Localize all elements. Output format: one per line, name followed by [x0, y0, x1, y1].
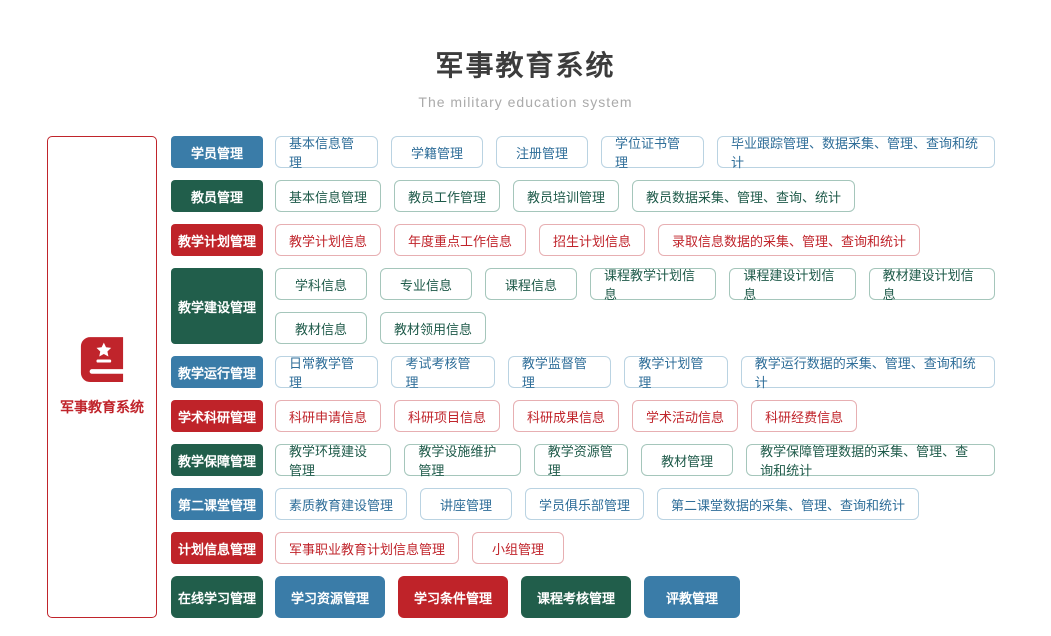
child-node: 教学资源管理 [533, 444, 629, 478]
row-academic-research-management: 学术科研管理 科研申请信息 科研项目信息 科研成果信息 学术活动信息 科研经费信… [171, 400, 995, 432]
root-node-label: 军事教育系统 [60, 399, 144, 415]
row-faculty-management: 教员管理 基本信息管理 教员工作管理 教员培训管理 教员数据采集、管理、查询、统… [171, 180, 995, 212]
parent-node: 计划信息管理 [171, 532, 263, 564]
child-node: 课程考核管理 [521, 576, 632, 618]
child-node: 录取信息数据的采集、管理、查询和统计 [658, 224, 921, 256]
child-node: 第二课堂数据的采集、管理、查询和统计 [657, 488, 920, 520]
child-node: 军事职业教育计划信息管理 [275, 532, 460, 564]
row-teaching-plan-management: 教学计划管理 教学计划信息 年度重点工作信息 招生计划信息 录取信息数据的采集、… [171, 224, 995, 256]
red-book-star-icon [80, 337, 124, 382]
parent-node: 学员管理 [171, 136, 263, 168]
child-node: 学位证书管理 [601, 136, 704, 170]
child-node: 素质教育建设管理 [275, 488, 408, 520]
parent-node: 教员管理 [171, 180, 263, 212]
child-node: 专业信息 [380, 268, 472, 300]
child-node: 学员俱乐部管理 [525, 488, 645, 520]
row-plan-info-management: 计划信息管理 军事职业教育计划信息管理 小组管理 [171, 532, 995, 564]
parent-node: 第二课堂管理 [171, 488, 263, 520]
child-node: 教学保障管理数据的采集、管理、查询和统计 [746, 444, 996, 478]
row-teaching-operation-management: 教学运行管理 日常教学管理 考试考核管理 教学监督管理 教学计划管理 教学运行数… [171, 356, 996, 390]
child-node: 学籍管理 [391, 136, 483, 168]
row-teaching-construction-management: 教学建设管理 学科信息 专业信息 课程信息 课程教学计划信息 课程建设计划信息 … [171, 268, 995, 344]
child-node: 基本信息管理 [275, 136, 378, 170]
child-node: 教员工作管理 [394, 180, 501, 212]
row-online-learning-management: 在线学习管理 学习资源管理 学习条件管理 课程考核管理 评教管理 [171, 576, 995, 618]
row-teaching-support-management: 教学保障管理 教学环境建设管理 教学设施维护管理 教学资源管理 教材管理 教学保… [171, 444, 996, 478]
parent-node: 教学建设管理 [171, 268, 263, 344]
child-node: 教材信息 [275, 312, 367, 344]
row-second-classroom-management: 第二课堂管理 素质教育建设管理 讲座管理 学员俱乐部管理 第二课堂数据的采集、管… [171, 488, 995, 520]
page-header: 军事教育系统 The military education system [0, 0, 1051, 110]
child-node: 小组管理 [472, 532, 565, 564]
child-node: 教学设施维护管理 [404, 444, 521, 478]
child-node: 课程建设计划信息 [729, 268, 856, 302]
child-node: 科研项目信息 [394, 400, 501, 432]
child-node: 科研经费信息 [751, 400, 858, 432]
child-node: 学科信息 [275, 268, 367, 300]
child-node: 教学运行数据的采集、管理、查询和统计 [740, 356, 996, 390]
child-node: 毕业跟踪管理、数据采集、管理、查询和统计 [717, 136, 995, 170]
child-node: 教学监督管理 [507, 356, 612, 390]
parent-node: 学术科研管理 [171, 400, 263, 432]
page-title: 军事教育系统 [435, 50, 616, 81]
child-node: 年度重点工作信息 [394, 224, 527, 256]
parent-node: 教学计划管理 [171, 224, 263, 256]
child-node: 科研成果信息 [513, 400, 620, 432]
diagram-canvas: 军事教育系统 学员管理 基本信息管理 学籍管理 注册管理 学位证书管理 毕业跟踪… [47, 136, 996, 618]
child-node: 课程信息 [485, 268, 577, 300]
row-student-management: 学员管理 基本信息管理 学籍管理 注册管理 学位证书管理 毕业跟踪管理、数据采集… [171, 136, 995, 170]
child-node: 招生计划信息 [539, 224, 646, 256]
child-node: 考试考核管理 [391, 356, 495, 390]
parent-node: 教学运行管理 [171, 356, 263, 388]
parent-node: 在线学习管理 [171, 576, 263, 618]
child-node: 基本信息管理 [275, 180, 382, 212]
child-node: 教材领用信息 [380, 312, 487, 344]
child-node: 教员数据采集、管理、查询、统计 [632, 180, 856, 212]
child-node: 教员培训管理 [513, 180, 620, 212]
child-node: 科研申请信息 [275, 400, 382, 432]
child-node: 注册管理 [496, 136, 588, 168]
parent-node: 教学保障管理 [171, 444, 263, 476]
child-node: 教材建设计划信息 [868, 268, 995, 302]
child-node: 学习资源管理 [275, 576, 386, 618]
child-node: 学术活动信息 [632, 400, 739, 432]
child-node: 教学计划管理 [624, 356, 728, 390]
child-node: 日常教学管理 [275, 356, 379, 390]
child-node: 课程教学计划信息 [590, 268, 717, 302]
child-node: 教学计划信息 [275, 224, 382, 256]
page-subtitle: The military education system [418, 94, 633, 110]
child-node: 评教管理 [644, 576, 741, 618]
root-node: 军事教育系统 [47, 136, 157, 618]
rows-container: 学员管理 基本信息管理 学籍管理 注册管理 学位证书管理 毕业跟踪管理、数据采集… [171, 136, 996, 618]
child-node: 讲座管理 [420, 488, 513, 520]
child-node: 教学环境建设管理 [275, 444, 392, 478]
child-node: 教材管理 [641, 444, 734, 476]
child-node: 学习条件管理 [398, 576, 509, 618]
